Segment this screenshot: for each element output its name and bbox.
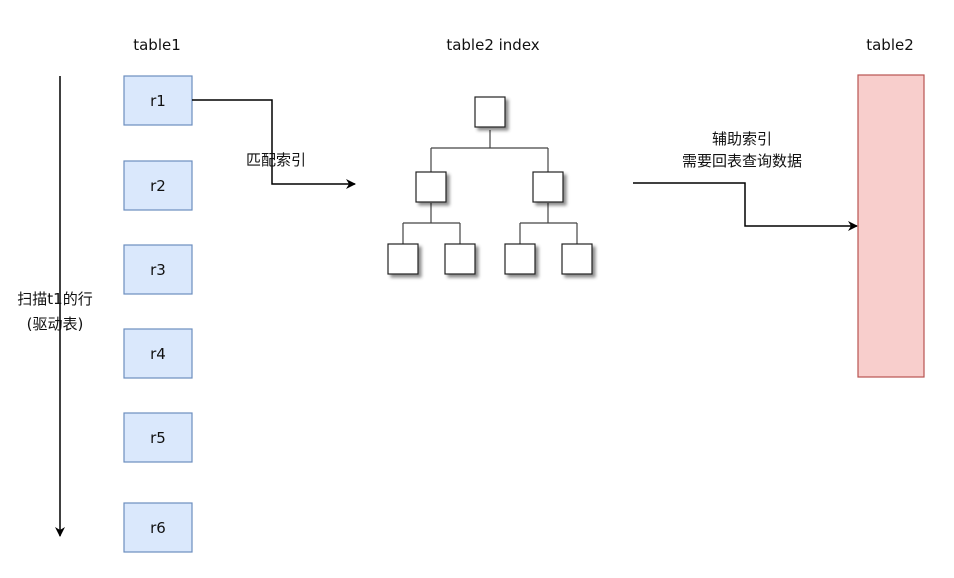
tree-internal-node — [532, 171, 564, 203]
table1-title: table1 — [133, 36, 181, 54]
row-label: r4 — [150, 345, 166, 363]
index-title: table2 index — [446, 36, 539, 54]
table2-box — [857, 74, 925, 378]
row-label: r5 — [150, 429, 166, 447]
table1-row: r2 — [123, 160, 193, 211]
tree-edges — [402, 130, 578, 244]
secondary-index-label-line1: 辅助索引 — [712, 130, 772, 148]
secondary-index-label-line2: 需要回表查询数据 — [682, 152, 802, 170]
scan-label-line1: 扫描t1的行 — [17, 290, 92, 308]
row-label: r2 — [150, 177, 166, 195]
row-label: r1 — [150, 92, 166, 110]
row-box — [123, 412, 193, 463]
row-box — [123, 244, 193, 295]
match-index-connector — [192, 99, 356, 189]
tree-leaf-node — [504, 243, 536, 275]
scan-label-line2: (驱动表) — [27, 315, 84, 333]
table1-row: r3 — [123, 244, 193, 295]
row-label: r6 — [150, 519, 166, 537]
match-index-label: 匹配索引 — [246, 151, 306, 169]
row-box — [123, 502, 193, 553]
btree-index — [387, 96, 593, 275]
table1-row: r6 — [123, 502, 193, 553]
tree-leaf-node — [444, 243, 476, 275]
lookup-table-connector — [633, 182, 858, 231]
table2-title: table2 — [866, 36, 914, 54]
row-box — [123, 328, 193, 379]
tree-leaf-node — [561, 243, 593, 275]
row-box — [123, 160, 193, 211]
tree-internal-node — [415, 171, 447, 203]
row-label: r3 — [150, 261, 166, 279]
table1-row: r1 — [123, 75, 193, 126]
table1-row: r4 — [123, 328, 193, 379]
table1-row: r5 — [123, 412, 193, 463]
tree-root-node — [474, 96, 506, 128]
tree-leaf-node — [387, 243, 419, 275]
